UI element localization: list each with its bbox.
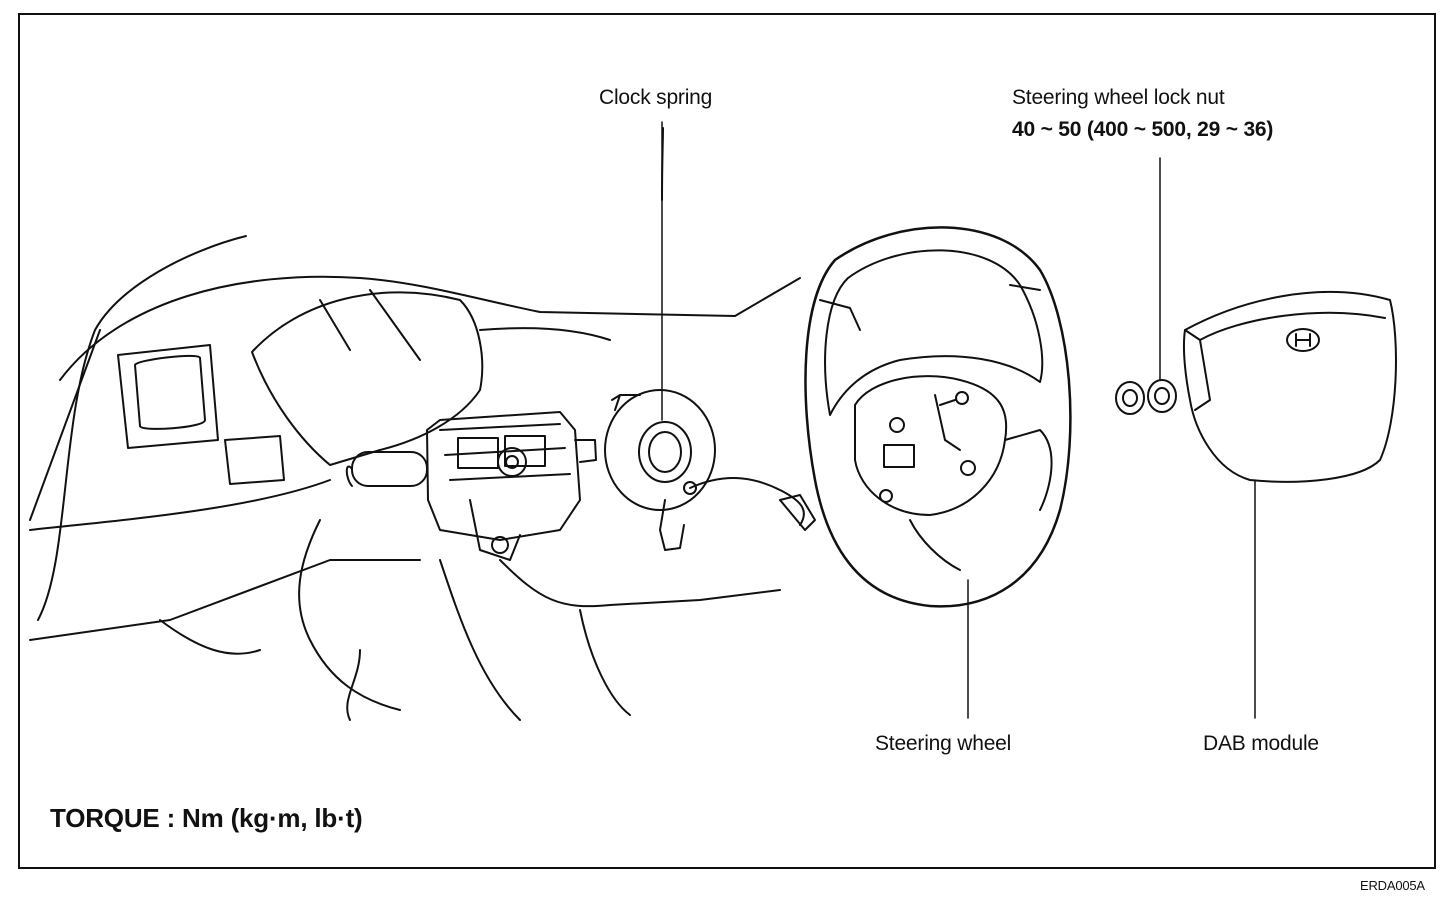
figure-frame — [18, 13, 1436, 869]
dab-module-label: DAB module — [1203, 732, 1319, 755]
lock-nut-label: Steering wheel lock nut — [1012, 86, 1225, 109]
lock-nut-torque-spec: 40 ~ 50 (400 ~ 500, 29 ~ 36) — [1012, 118, 1274, 141]
clock-spring-label: Clock spring — [599, 86, 713, 109]
steering-wheel — [804, 226, 1072, 608]
combination-switch — [345, 411, 597, 561]
dashboard-illustration — [29, 235, 801, 721]
figure-code: ERDA005A — [1360, 878, 1425, 893]
steering-wheel-label: Steering wheel — [875, 732, 1012, 755]
torque-units-note: TORQUE : Nm (kg·m, lb·t) — [50, 803, 363, 833]
clock-spring — [604, 127, 816, 551]
dab-module — [1182, 290, 1397, 483]
lock-nut — [1115, 379, 1177, 415]
